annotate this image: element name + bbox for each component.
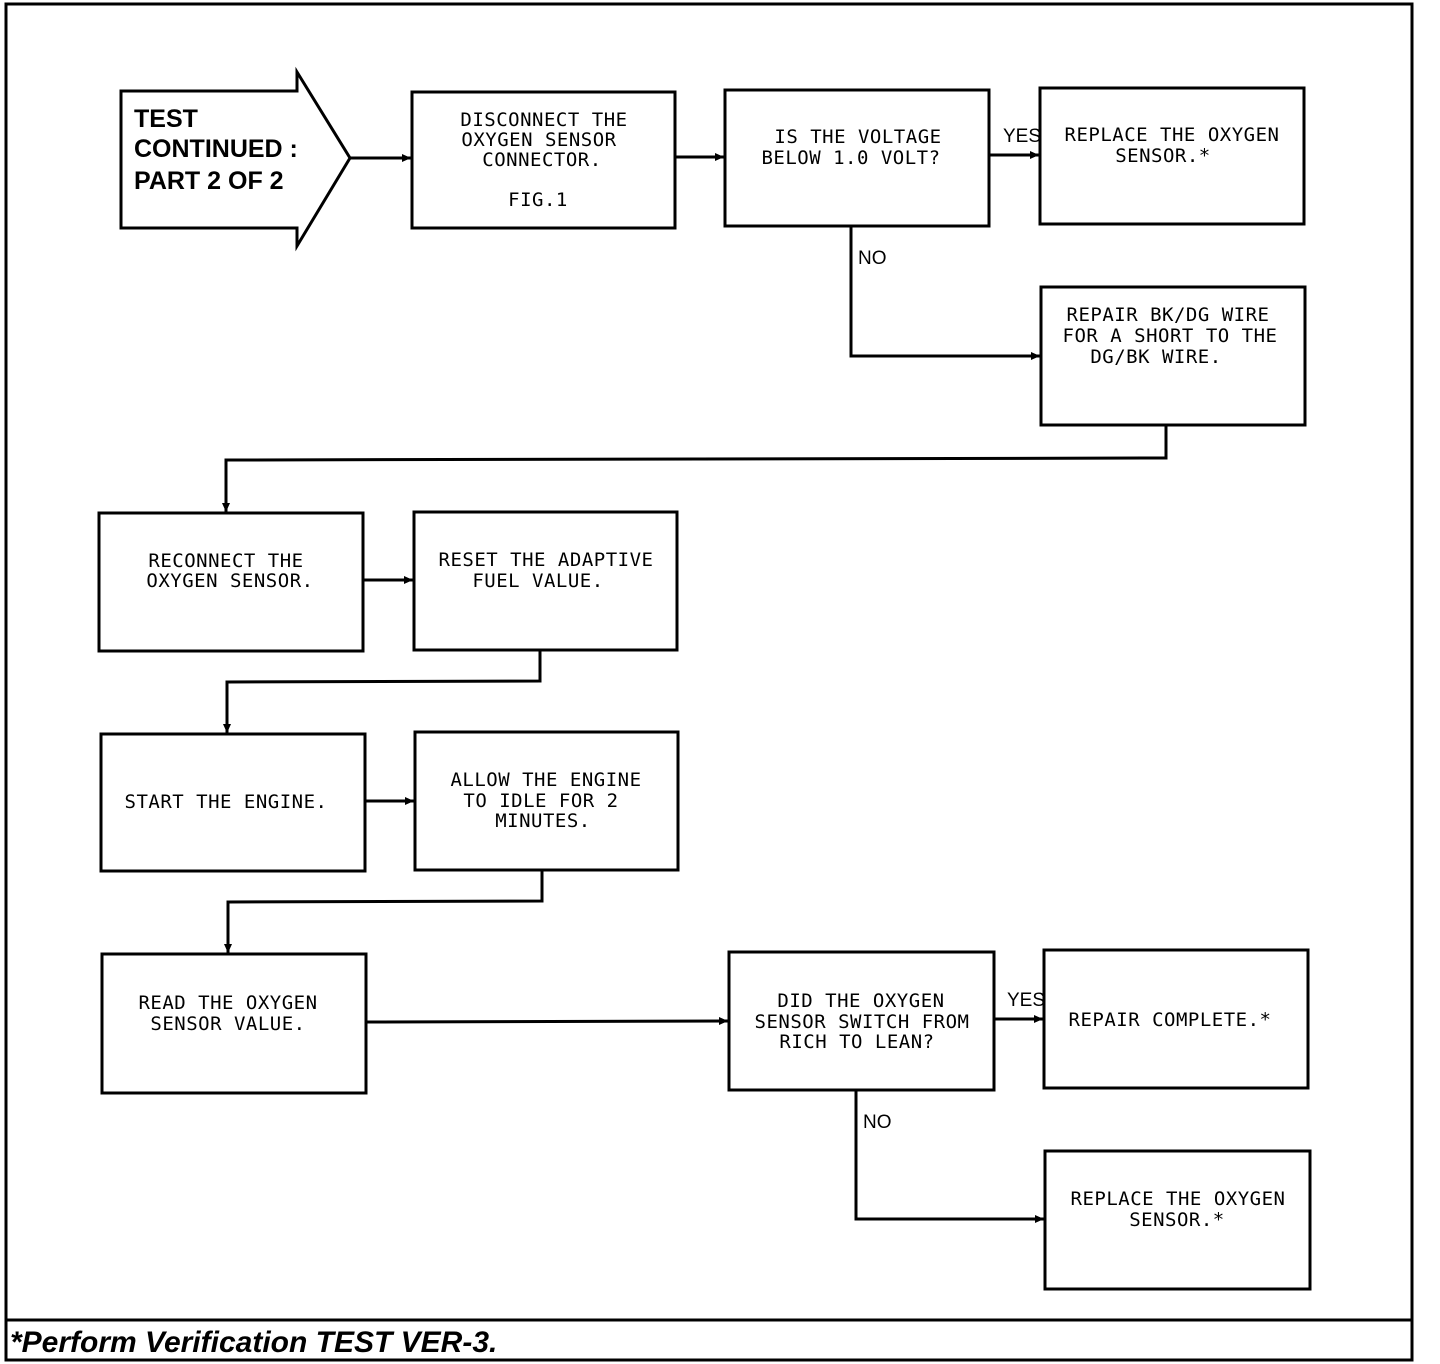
box-idle-line-2: TO IDLE FOR 2 (463, 790, 618, 812)
label-no-1: NO (858, 248, 887, 269)
box-idle-line-1: ALLOW THE ENGINE (450, 769, 641, 791)
arrow-reset-to-start (223, 650, 542, 733)
box-reconnect-line-2: OXYGEN SENSOR. (146, 570, 313, 592)
label-no-2: NO (863, 1112, 892, 1133)
box-reset-line-1: RESET THE ADAPTIVE (439, 549, 654, 571)
box-disconnect-line-2: OXYGEN SENSOR (461, 129, 616, 151)
box-switch-question: DID THE OXYGEN SENSOR SWITCH FROM RICH T… (727, 950, 996, 1092)
box-disconnect-ref: FIG.1 (508, 189, 568, 211)
start-arrow: TEST CONTINUED : PART 2 OF 2 (119, 66, 352, 252)
arrow-voltage-no (849, 226, 1040, 360)
box-idle: ALLOW THE ENGINE TO IDLE FOR 2 MINUTES. (413, 730, 680, 872)
box-replace-1-line-2: SENSOR.* (1115, 145, 1211, 167)
box-reconnect: RECONNECT THE OXYGEN SENSOR. (97, 511, 365, 653)
box-idle-line-3: MINUTES. (495, 810, 591, 832)
box-reset: RESET THE ADAPTIVE FUEL VALUE. (412, 510, 679, 652)
box-switch-question-line-3: RICH TO LEAN? (779, 1031, 934, 1053)
connectors (222, 151, 1168, 1223)
box-read-sensor: READ THE OXYGEN SENSOR VALUE. (100, 952, 368, 1095)
box-reset-line-2: FUEL VALUE. (472, 570, 603, 592)
box-disconnect-line-3: CONNECTOR. (482, 149, 601, 171)
start-line-2: CONTINUED : (134, 135, 298, 163)
arrow-read-to-switch (365, 1017, 729, 1026)
label-yes-1: YES (1003, 126, 1041, 147)
box-repair-complete-line-1: REPAIR COMPLETE.* (1069, 1009, 1272, 1031)
box-replace-2: REPLACE THE OXYGEN SENSOR.* (1043, 1149, 1312, 1291)
arrow-idle-to-read (224, 870, 544, 953)
box-voltage-question-line-1: IS THE VOLTAGE (774, 126, 941, 148)
box-repair-complete: REPAIR COMPLETE.* (1042, 948, 1310, 1090)
box-replace-1-line-1: REPLACE THE OXYGEN (1065, 124, 1280, 146)
box-voltage-question-line-2: BELOW 1.0 VOLT? (761, 147, 940, 169)
arrow-switch-no (854, 1090, 1044, 1223)
box-disconnect-line-1: DISCONNECT THE (460, 109, 627, 131)
box-repair-wire-line-1: REPAIR BK/DG WIRE (1067, 304, 1270, 326)
box-voltage-question: IS THE VOLTAGE BELOW 1.0 VOLT? (723, 88, 991, 228)
box-switch-question-line-2: SENSOR SWITCH FROM (755, 1011, 970, 1033)
box-start-engine: START THE ENGINE. (99, 732, 367, 873)
box-replace-2-line-1: REPLACE THE OXYGEN (1071, 1188, 1286, 1210)
box-repair-wire: REPAIR BK/DG WIRE FOR A SHORT TO THE DG/… (1039, 285, 1307, 427)
box-read-sensor-line-1: READ THE OXYGEN (138, 992, 317, 1014)
box-reconnect-line-1: RECONNECT THE (148, 550, 303, 572)
box-start-engine-line-1: START THE ENGINE. (125, 791, 328, 813)
page-border (4, 2, 1414, 1362)
box-replace-2-line-2: SENSOR.* (1129, 1209, 1225, 1231)
box-read-sensor-line-2: SENSOR VALUE. (150, 1013, 305, 1035)
box-repair-wire-line-2: FOR A SHORT TO THE (1063, 325, 1278, 347)
start-line-3: PART 2 OF 2 (134, 167, 284, 195)
arrow-repair-to-reconnect (222, 425, 1168, 512)
footer-note: *Perform Verification TEST VER-3. (10, 1326, 497, 1359)
label-yes-2: YES (1007, 990, 1045, 1011)
start-line-1: TEST (134, 105, 198, 133)
box-repair-wire-line-3: DG/BK WIRE. (1090, 346, 1221, 368)
box-switch-question-line-1: DID THE OXYGEN (777, 990, 944, 1012)
box-replace-1: REPLACE THE OXYGEN SENSOR.* (1038, 86, 1306, 226)
box-disconnect: DISCONNECT THE OXYGEN SENSOR CONNECTOR. … (410, 90, 677, 230)
